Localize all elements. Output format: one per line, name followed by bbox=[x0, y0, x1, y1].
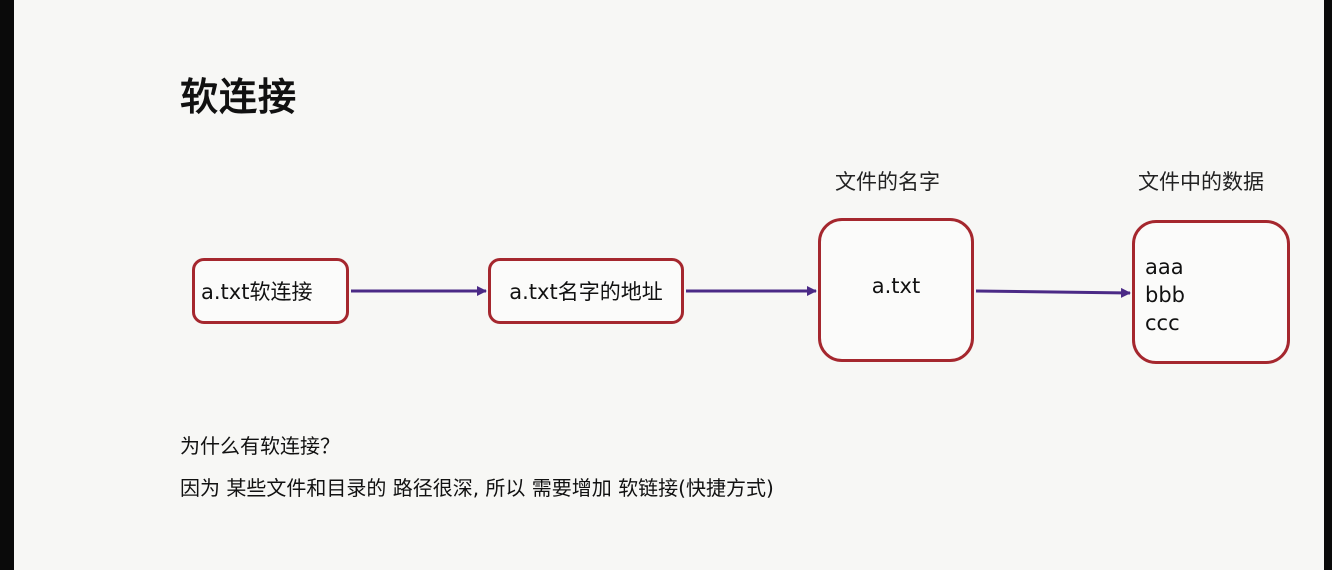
question-text: 为什么有软连接？ bbox=[180, 434, 340, 458]
box-soft-link-text: a.txt软连接 bbox=[201, 280, 313, 304]
answer-text: 因为 某些文件和目录的 路径很深, 所以 需要增加 软链接(快捷方式) bbox=[180, 476, 774, 500]
box-name-address: a.txt名字的地址 bbox=[488, 258, 684, 324]
box-name-address-text: a.txt名字的地址 bbox=[509, 280, 663, 304]
slide: 软连接 文件的名字 文件中的数据 a.txt软连接 a.txt名字的地址 a.t… bbox=[14, 0, 1324, 570]
box-file-text: a.txt bbox=[871, 274, 921, 298]
data-lines: aaa bbb ccc bbox=[1135, 223, 1185, 337]
box-soft-link: a.txt软连接 bbox=[192, 258, 349, 324]
box-file: a.txt bbox=[818, 218, 974, 362]
arrow-file-to-data bbox=[975, 287, 1131, 298]
data-line: aaa bbox=[1145, 255, 1184, 279]
data-line: ccc bbox=[1145, 311, 1180, 335]
data-line: bbb bbox=[1145, 283, 1185, 307]
label-file-name: 文件的名字 bbox=[835, 170, 940, 194]
box-file-data: aaa bbb ccc bbox=[1132, 220, 1290, 364]
label-file-data: 文件中的数据 bbox=[1138, 170, 1264, 194]
slide-title: 软连接 bbox=[180, 75, 298, 119]
